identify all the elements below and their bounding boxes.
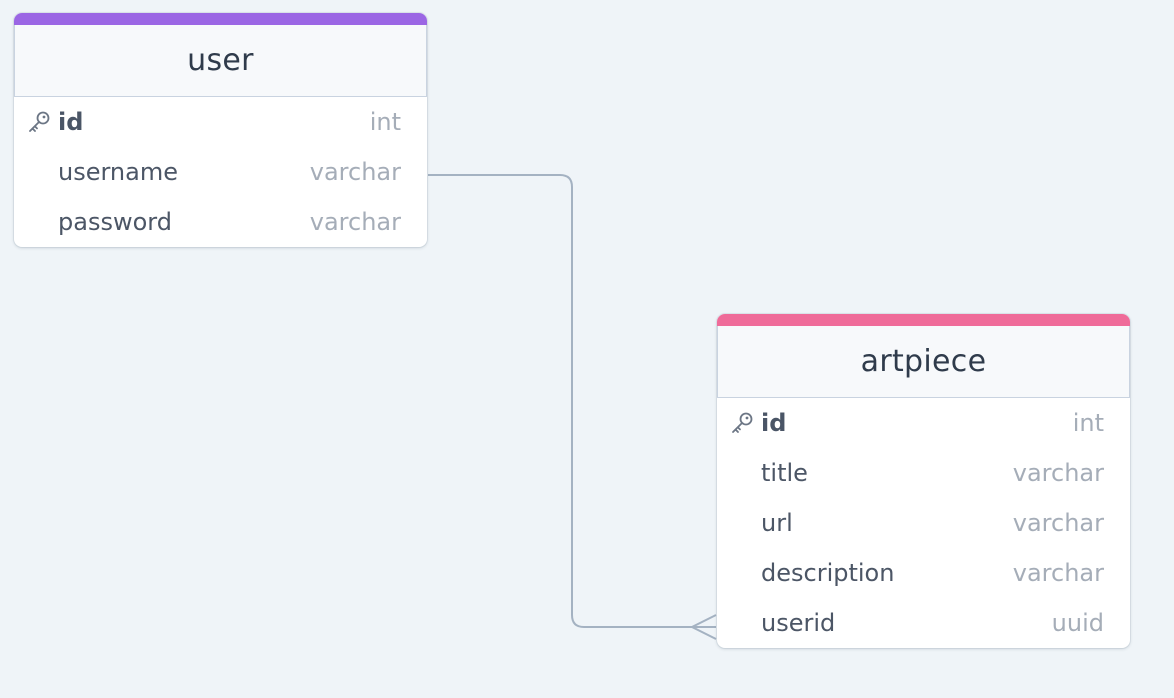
column-row-userid[interactable]: userid uuid [717, 598, 1130, 648]
column-name: password [58, 208, 172, 236]
column-type: int [369, 108, 401, 136]
column-row-username[interactable]: username varchar [14, 147, 427, 197]
key-icon [26, 109, 52, 135]
column-row-id[interactable]: id int [14, 97, 427, 147]
column-type: varchar [309, 208, 401, 236]
column-type: varchar [1012, 509, 1104, 537]
column-name: id [58, 108, 84, 136]
column-name: description [761, 559, 895, 587]
key-icon [729, 410, 755, 436]
relationship-line [428, 174, 716, 628]
table-artpiece[interactable]: artpiece id int title varchar url varcha… [717, 314, 1130, 648]
table-user-header[interactable]: user [14, 25, 427, 97]
column-row-url[interactable]: url varchar [717, 498, 1130, 548]
column-name: userid [761, 609, 836, 637]
column-row-title[interactable]: title varchar [717, 448, 1130, 498]
column-row-id[interactable]: id int [717, 398, 1130, 448]
table-user-columns: id int username varchar password varchar [14, 97, 427, 247]
column-name: title [761, 459, 808, 487]
column-type: uuid [1051, 609, 1104, 637]
crows-foot-icon [689, 614, 717, 640]
table-artpiece-accent-bar [717, 314, 1130, 326]
table-user[interactable]: user id int username varchar password va… [14, 13, 427, 247]
column-type: varchar [309, 158, 401, 186]
column-type: varchar [1012, 459, 1104, 487]
table-artpiece-header[interactable]: artpiece [717, 326, 1130, 398]
column-type: int [1072, 409, 1104, 437]
column-row-password[interactable]: password varchar [14, 197, 427, 247]
column-row-description[interactable]: description varchar [717, 548, 1130, 598]
column-name: id [761, 409, 787, 437]
table-user-accent-bar [14, 13, 427, 25]
column-type: varchar [1012, 559, 1104, 587]
table-artpiece-columns: id int title varchar url varchar descrip… [717, 398, 1130, 648]
column-name: username [58, 158, 178, 186]
column-name: url [761, 509, 793, 537]
